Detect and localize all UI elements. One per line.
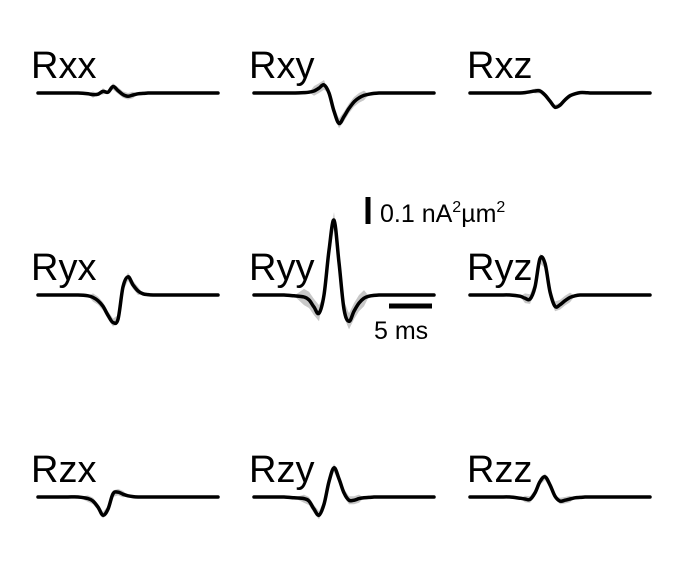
- mean-trace-ryz: [468, 255, 652, 309]
- mean-trace-rxy: [252, 83, 436, 126]
- mean-trace-rzy: [252, 466, 436, 518]
- panel-ryx: Ryx: [31, 247, 220, 327]
- mean-trace-ryy: [252, 218, 436, 324]
- panel-label-rzx: Rzx: [31, 449, 96, 491]
- panel-rxz: Rxz: [467, 45, 652, 110]
- mean-trace-rxz: [468, 88, 652, 110]
- panel-rzy: Rzy: [249, 449, 436, 520]
- scale-bar-group: 0.1 nA2µm2 5 ms: [365, 197, 505, 345]
- panel-rzx: Rzx: [31, 449, 220, 519]
- panel-label-rxx: Rxx: [31, 45, 96, 87]
- vertical-scale-sup-2: 2: [496, 199, 505, 216]
- vertical-scale-unit: µm: [461, 200, 496, 228]
- spread-band-ryy: [254, 212, 434, 330]
- vertical-scale-sup-1: 2: [452, 199, 461, 216]
- panel-label-rzy: Rzy: [249, 449, 314, 491]
- mean-trace-rzx: [36, 490, 220, 517]
- panel-label-rxy: Rxy: [249, 45, 314, 87]
- panel-ryy: Ryy: [249, 212, 436, 330]
- panel-label-rxz: Rxz: [467, 45, 532, 87]
- panel-ryz: Ryz: [467, 247, 652, 312]
- panel-rxx: Rxx: [31, 45, 220, 100]
- vertical-scale-value: 0.1 nA: [380, 200, 453, 228]
- panel-label-ryx: Ryx: [31, 247, 96, 289]
- mean-trace-rxx: [36, 84, 220, 98]
- spread-band-rzz: [470, 473, 650, 505]
- spread-band-rzx: [38, 488, 218, 519]
- panel-rxy: Rxy: [249, 45, 436, 129]
- panel-label-rzz: Rzz: [467, 449, 532, 491]
- spread-band-rxy: [254, 80, 434, 129]
- panel-label-ryz: Ryz: [467, 247, 532, 289]
- horizontal-scale-label: 5 ms: [374, 317, 428, 345]
- vertical-scale-label: 0.1 nA2µm2: [380, 199, 505, 228]
- panel-rzz: Rzz: [467, 449, 652, 505]
- panel-label-ryy: Ryy: [249, 247, 314, 289]
- mean-trace-ryx: [36, 275, 220, 326]
- mean-trace-rzz: [468, 474, 652, 504]
